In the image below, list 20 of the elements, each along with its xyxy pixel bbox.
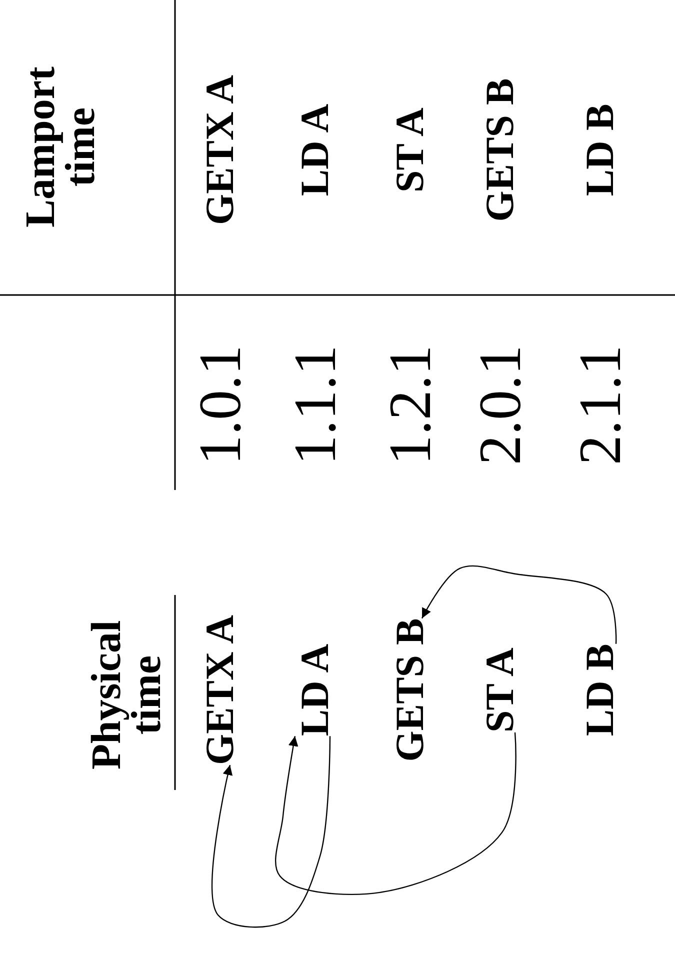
operation-label: GETX A bbox=[200, 614, 240, 766]
operation-label: ST A bbox=[480, 648, 520, 732]
timestamp: 1.1.1 bbox=[285, 345, 345, 465]
operation-label: LD A bbox=[295, 104, 335, 196]
timestamp: 1.0.1 bbox=[190, 345, 250, 465]
operation-label: LD B bbox=[580, 644, 620, 736]
arrow bbox=[275, 732, 516, 895]
operation-label: ST A bbox=[390, 108, 430, 192]
operation-label: GETX A bbox=[200, 74, 240, 226]
operation-label: LD A bbox=[295, 644, 335, 736]
timestamp: 2.0.1 bbox=[470, 345, 530, 465]
column-header: Lamport time bbox=[22, 66, 102, 230]
operation-label: GETS B bbox=[390, 618, 430, 762]
operation-label: GETS B bbox=[480, 78, 520, 222]
timestamp: 1.2.1 bbox=[380, 345, 440, 465]
arrow bbox=[421, 565, 617, 644]
operation-label: LD B bbox=[580, 104, 620, 196]
column-header: Physical time bbox=[88, 619, 168, 772]
timestamp: 2.1.1 bbox=[570, 345, 630, 465]
arrow bbox=[212, 736, 331, 928]
